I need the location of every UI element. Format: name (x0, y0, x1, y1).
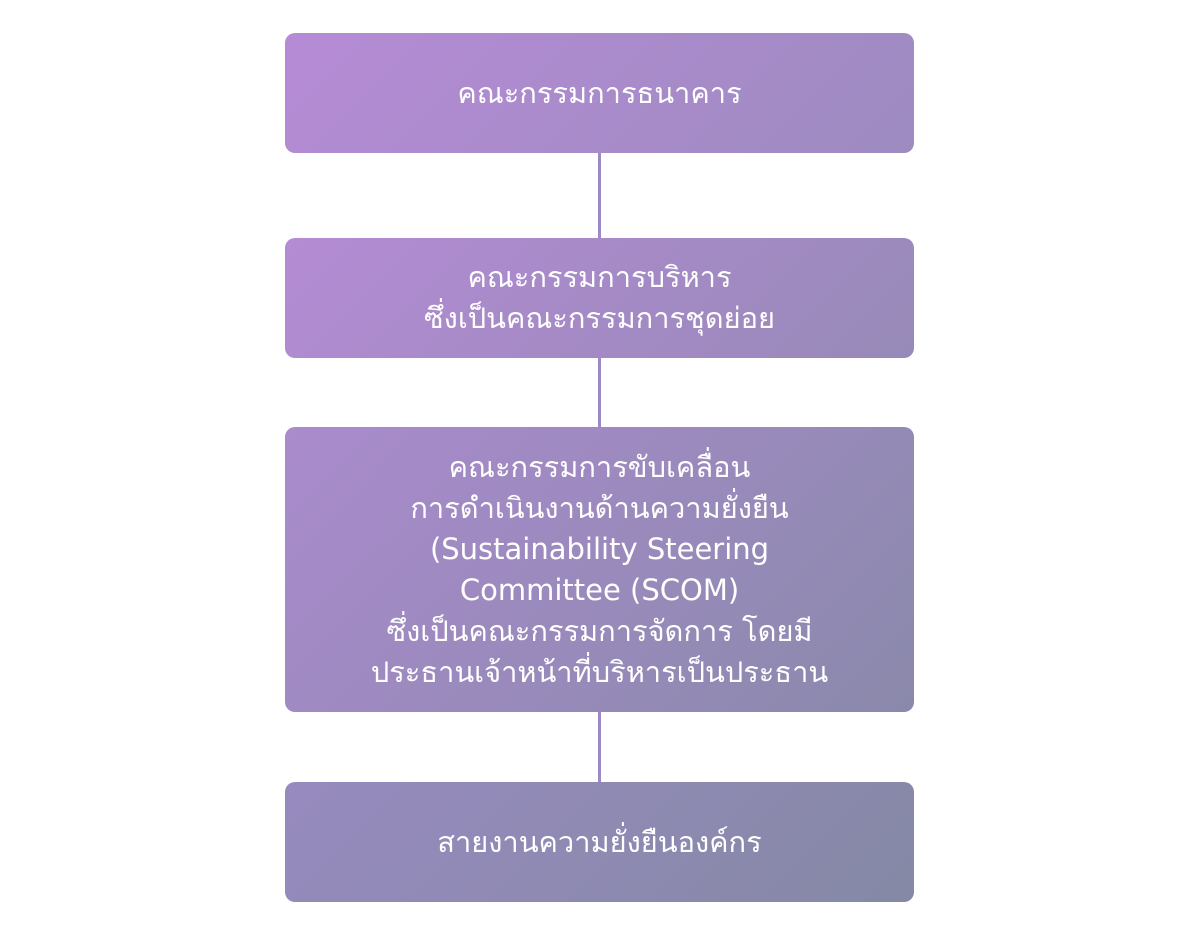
node-scom-line-3: (Sustainability Steering (429, 531, 770, 566)
node-scom-line-2: การดำเนินงานด้านความยั่งยืน (410, 490, 789, 525)
node-scom-line-5: ซึ่งเป็นคณะกรรมการจัดการ โดยมี (386, 613, 813, 648)
node-bank-board-line-1: คณะกรรมการธนาคาร (457, 75, 742, 110)
node-executive-committee-line-1: คณะกรรมการบริหาร (467, 260, 732, 294)
node-corporate-sustainability-line-1: สายงานความยั่งยืนองค์กร (437, 824, 762, 859)
connector-1-2 (598, 153, 601, 238)
node-corporate-sustainability: สายงานความยั่งยืนองค์กร (285, 782, 914, 902)
node-executive-committee: คณะกรรมการบริหาร ซึ่งเป็นคณะกรรมการชุดย่… (285, 238, 914, 358)
node-scom: คณะกรรมการขับเคลื่อน การดำเนินงานด้านควา… (285, 427, 914, 712)
connector-3-4 (598, 712, 601, 782)
connector-2-3 (598, 358, 601, 427)
node-scom-line-1: คณะกรรมการขับเคลื่อน (448, 449, 751, 484)
node-bank-board: คณะกรรมการธนาคาร (285, 33, 914, 153)
node-executive-committee-line-2: ซึ่งเป็นคณะกรรมการชุดย่อย (423, 301, 776, 335)
node-scom-line-4: Committee (SCOM) (459, 572, 740, 607)
node-scom-line-6: ประธานเจ้าหน้าที่บริหารเป็นประธาน (370, 654, 829, 689)
